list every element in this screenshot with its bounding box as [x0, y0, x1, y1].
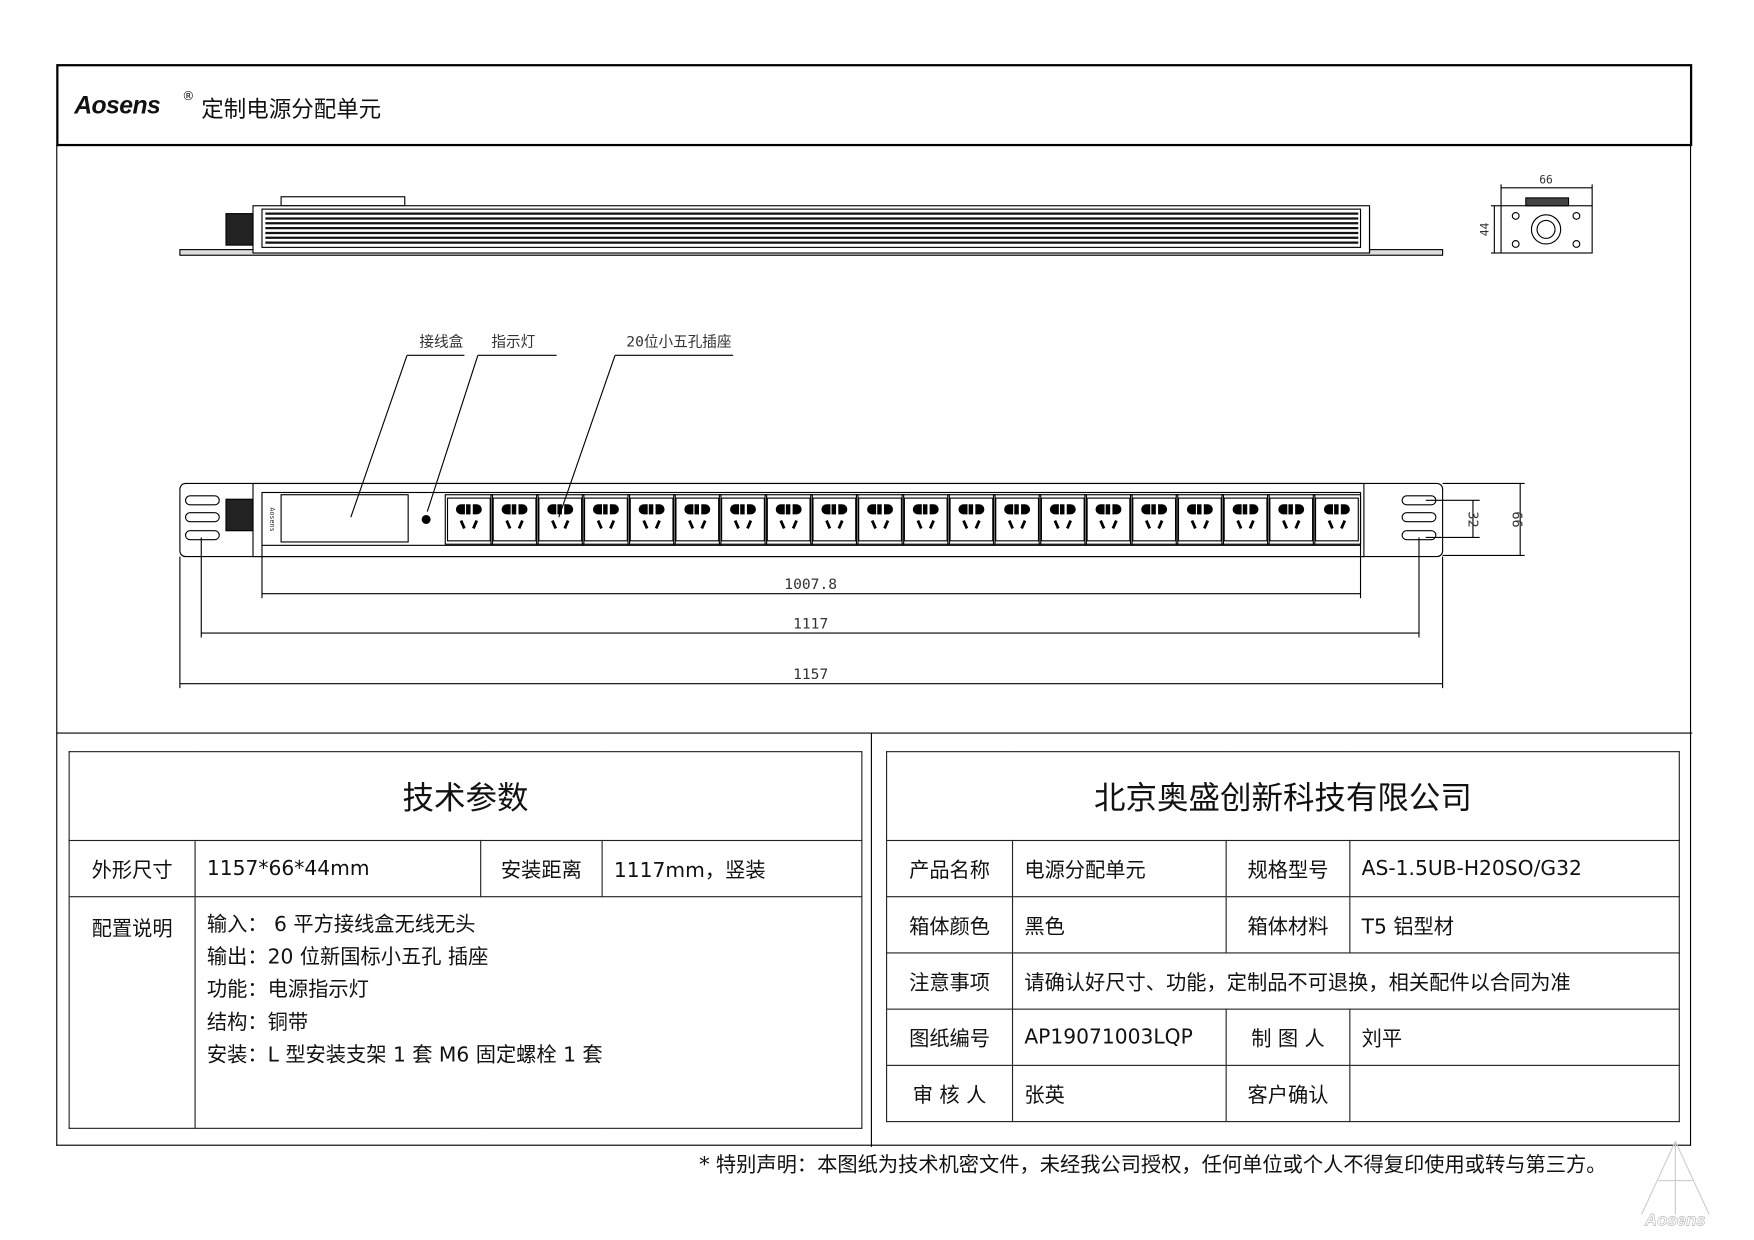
socket: [855, 494, 905, 545]
config-label: 配置说明: [68, 896, 196, 1129]
socket: [1312, 494, 1362, 545]
color-label: 箱体颜色: [886, 896, 1014, 954]
drawing-number-value: AP19071003LQP: [1011, 1008, 1227, 1066]
dim-end-height: 44: [1479, 222, 1492, 236]
config-line: 结构：铜带: [206, 1010, 309, 1035]
mount-value: 1117mm，竖装: [601, 839, 863, 898]
mount-label: 安装距离: [480, 839, 603, 898]
drawing-frame: [56, 145, 1692, 1146]
socket: [947, 494, 996, 545]
title-block-header: Aosens ® 定制电源分配单元: [56, 64, 1693, 147]
customer-confirm-value: [1349, 1064, 1680, 1123]
socket: [627, 494, 676, 545]
socket: [1084, 494, 1133, 545]
end-view: [1490, 184, 1593, 254]
config-line: 功能：电源指示灯: [206, 978, 369, 1002]
size-value: 1157*66*44mm: [194, 839, 482, 898]
watermark-logo: Aosens: [1641, 1141, 1710, 1230]
socket: [718, 494, 768, 545]
callout-indicator: 指示灯: [491, 333, 535, 350]
config-line: 输出：20 位新国标小五孔 插座: [206, 945, 489, 970]
svg-text:Aosens: Aosens: [1644, 1211, 1706, 1230]
company-info-table: 北京奥盛创新科技有限公司 产品名称 电源分配单元 规格型号 AS-1.5UB-H…: [886, 751, 1680, 1123]
dim-mount-distance: 1117: [793, 616, 828, 633]
company-name: 北京奥盛创新科技有限公司: [886, 751, 1680, 842]
callout-leaders: [350, 354, 734, 518]
product-name-value: 电源分配单元: [1011, 839, 1227, 898]
socket: [764, 494, 813, 545]
body-brand: Aosens: [268, 507, 276, 531]
mounting-slot: [1401, 512, 1437, 523]
dim-body-length: 1007.8: [784, 576, 837, 593]
model-label: 规格型号: [1225, 839, 1351, 898]
model-value: AS-1.5UB-H20SO/G32: [1349, 839, 1680, 898]
mounting-slot: [184, 495, 220, 506]
socket: [810, 494, 859, 545]
size-label: 外形尺寸: [68, 839, 196, 898]
callout-junction-box: 接线盒: [419, 333, 463, 350]
socket: [1267, 494, 1316, 545]
socket: [673, 494, 722, 545]
socket: [490, 494, 539, 545]
drafter-value: 刘平: [1349, 1008, 1680, 1066]
notes-label: 注意事项: [886, 952, 1014, 1010]
socket: [1175, 494, 1225, 545]
socket: [536, 494, 585, 545]
drawing-number-label: 图纸编号: [886, 1008, 1014, 1066]
side-view: [179, 196, 1444, 256]
socket: [901, 494, 950, 545]
document-title: 定制电源分配单元: [201, 95, 382, 123]
dim-hole-spacing: 32: [1464, 511, 1480, 527]
config-line: 输入： 6 平方接线盒无线无头: [206, 913, 476, 937]
color-value: 黑色: [1011, 896, 1227, 954]
config-line: 安装：L 型安装支架 1 套 M6 固定螺栓 1 套: [206, 1043, 603, 1068]
socket: [444, 494, 494, 545]
socket: [992, 494, 1042, 545]
tech-params-title: 技术参数: [68, 751, 863, 842]
dim-total-length: 1157: [793, 666, 828, 683]
socket: [1221, 494, 1270, 545]
dim-height-front: 66: [1508, 511, 1524, 527]
socket: [581, 494, 631, 545]
reviewer-value: 张英: [1011, 1064, 1227, 1123]
dimension-lines: [179, 482, 1525, 689]
socket: [1129, 494, 1179, 545]
confidentiality-notice: * 特别声明：本图纸为技术机密文件，未经我公司授权，任何单位或个人不得复印使用或…: [699, 1153, 1607, 1178]
dim-end-width: 66: [1539, 173, 1553, 186]
brand-logo: Aosens: [74, 91, 161, 120]
mounting-slot: [184, 530, 220, 541]
notes-value: 请确认好尺寸、功能，定制品不可退换，相关配件以合同为准: [1011, 952, 1680, 1010]
material-label: 箱体材料: [1225, 896, 1351, 954]
customer-confirm-label: 客户确认: [1225, 1064, 1351, 1123]
material-value: T5 铝型材: [1349, 896, 1680, 954]
socket: [1038, 494, 1087, 545]
mounting-slot: [184, 512, 220, 523]
reviewer-label: 审 核 人: [886, 1064, 1014, 1123]
tech-params-table: 技术参数 外形尺寸 1157*66*44mm 安装距离 1117mm，竖装 配置…: [68, 751, 863, 1129]
config-lines: 输入： 6 平方接线盒无线无头 输出：20 位新国标小五孔 插座 功能：电源指示…: [194, 896, 863, 1129]
drafter-label: 制 图 人: [1225, 1008, 1351, 1066]
registered-mark: ®: [182, 88, 195, 104]
front-view: [179, 482, 1444, 558]
product-name-label: 产品名称: [886, 839, 1014, 898]
callout-sockets: 20位小五孔插座: [626, 333, 731, 350]
